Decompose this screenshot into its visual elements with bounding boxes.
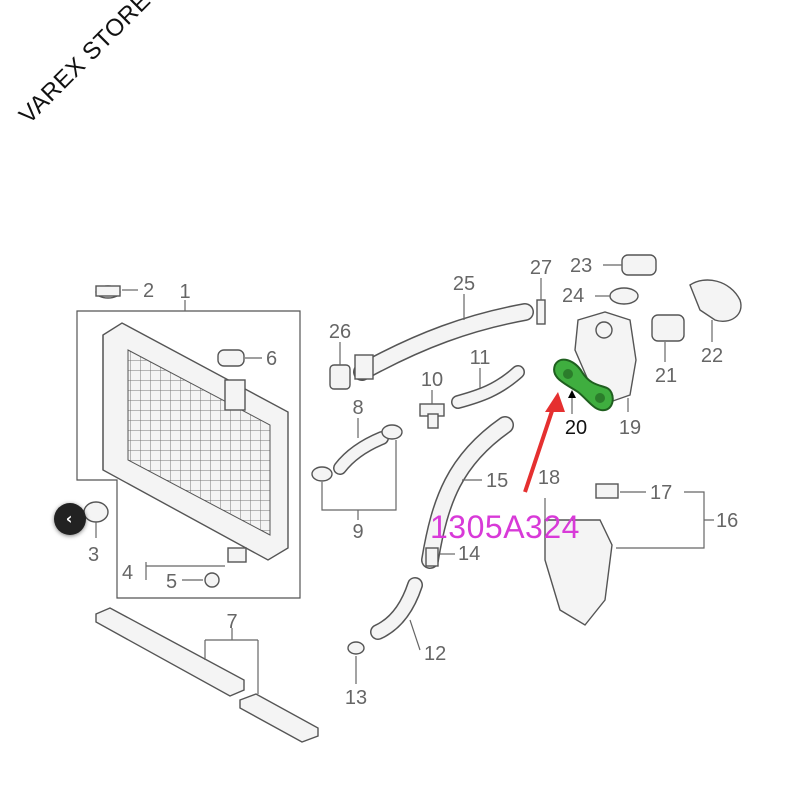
hose-11-part — [451, 365, 525, 409]
callout-12: 12 — [424, 643, 446, 665]
hose-8-part — [311, 418, 403, 520]
previous-image-button[interactable]: ‹ — [54, 503, 86, 535]
upper-hose-25-part — [353, 294, 534, 381]
clip-27-part — [536, 278, 546, 325]
reservoir-tank-part — [544, 483, 714, 626]
cap-6-part — [217, 349, 262, 367]
callout-21: 21 — [655, 365, 677, 387]
thermostat-housing-19-part — [574, 311, 637, 412]
radiator-cap-part — [95, 285, 138, 299]
callout-7: 7 — [226, 611, 237, 633]
radiator-group-frame — [76, 310, 301, 599]
bracket-26-part — [329, 342, 351, 390]
air-deflector-part — [95, 607, 319, 743]
callout-5: 5 — [166, 571, 177, 593]
mount-3-part — [83, 501, 109, 538]
gasket-24-part — [595, 287, 639, 305]
callout-26: 26 — [329, 321, 351, 343]
callout-19: 19 — [619, 417, 641, 439]
callout-22: 22 — [701, 345, 723, 367]
callout-13: 13 — [345, 687, 367, 709]
hose-15-part — [421, 416, 514, 569]
callout-2: 2 — [143, 280, 154, 302]
callout-25: 25 — [453, 273, 475, 295]
sensor-23-part — [603, 254, 657, 276]
callout-16: 16 — [716, 510, 738, 532]
callout-6: 6 — [266, 348, 277, 370]
joint-10-part — [419, 390, 445, 429]
hose-14-part — [425, 547, 455, 567]
callout-8: 8 — [352, 397, 363, 419]
callout-24: 24 — [562, 285, 584, 307]
thermostat-21-part — [651, 314, 685, 362]
chevron-left-icon: ‹ — [65, 509, 73, 528]
callout-11: 11 — [470, 347, 491, 369]
callout-18: 18 — [538, 467, 560, 489]
callout-14: 14 — [458, 543, 480, 565]
highlighted-part-code: 1305A324 — [430, 509, 580, 545]
highlight-arrow — [523, 392, 565, 493]
callout-4: 4 — [122, 562, 133, 584]
callout-27: 27 — [530, 257, 552, 279]
gasket-20-highlighted-part — [553, 358, 614, 414]
callout-10: 10 — [421, 369, 443, 391]
callout-9: 9 — [352, 521, 363, 543]
callout-1: 1 — [179, 281, 190, 303]
callout-15: 15 — [486, 470, 508, 492]
drain-plug-part — [145, 547, 247, 588]
radiator-part — [102, 322, 289, 561]
callout-20: 20 — [565, 417, 587, 439]
water-outlet-22-part — [689, 279, 742, 342]
callout-23: 23 — [570, 255, 592, 277]
callout-17: 17 — [650, 482, 672, 504]
callout-3: 3 — [88, 544, 99, 566]
lower-hose-12-part — [347, 577, 423, 684]
